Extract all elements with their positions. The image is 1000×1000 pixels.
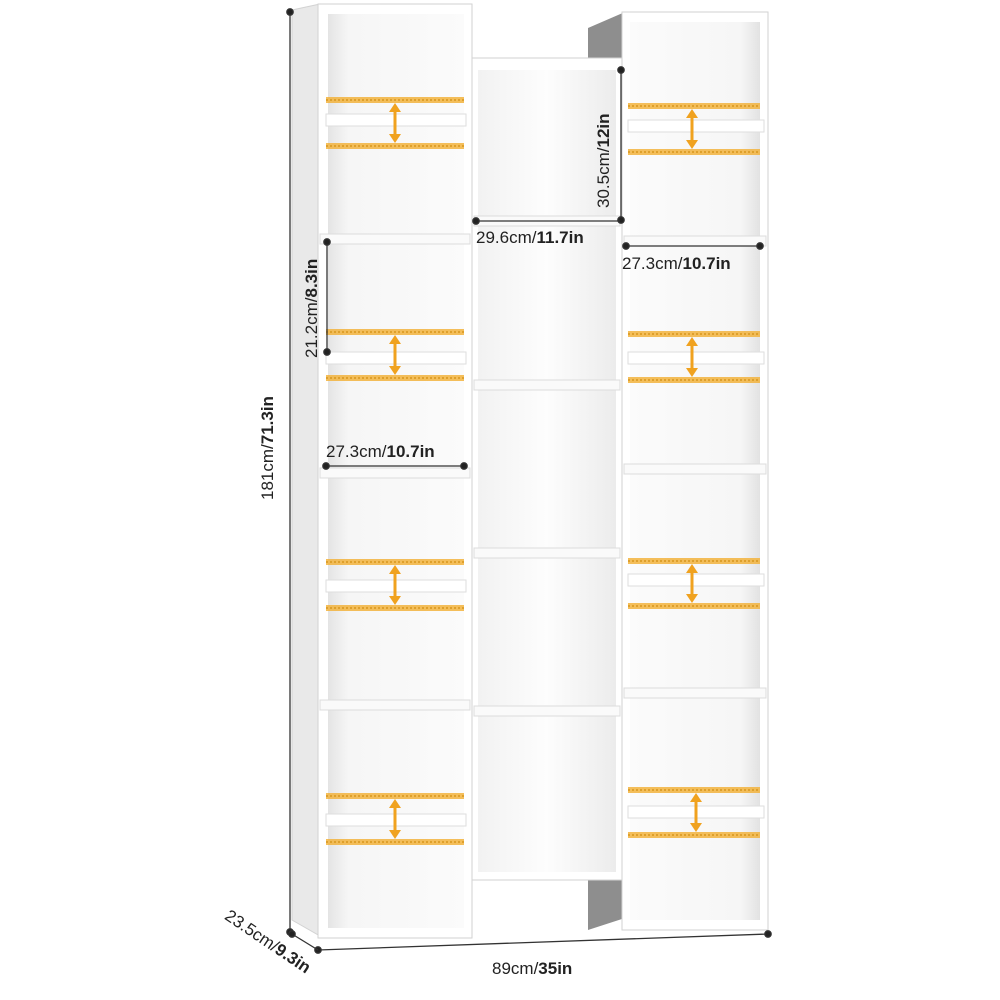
double-headed-arrow-icon <box>389 799 401 839</box>
total-width-metric: 89cm/ <box>492 959 539 978</box>
center-tower <box>471 57 623 881</box>
right-compartment-width-label: 27.3cm/10.7in <box>622 254 731 274</box>
total-width-imperial: 35in <box>538 959 573 978</box>
center-compartment-height-label: 30.5cm/12in <box>594 113 614 208</box>
left-width-metric: 27.3cm/ <box>326 442 387 461</box>
side-height-imperial: 8.3in <box>302 258 321 298</box>
total-width-label: 89cm/35in <box>492 959 572 979</box>
double-headed-arrow-icon <box>389 335 401 375</box>
center-compartment <box>478 70 616 216</box>
dimension-lines <box>286 8 772 954</box>
center-compartment <box>478 226 616 380</box>
adjustable-shelf-rails <box>326 97 760 845</box>
right-shelf-board <box>623 687 767 699</box>
double-headed-arrow-icon <box>686 337 698 377</box>
double-headed-arrow-icon <box>690 793 702 832</box>
side-compartment-height-label: 21.2cm/8.3in <box>302 259 322 358</box>
double-headed-arrow-icon <box>686 109 698 149</box>
center-compartment-width-label: 29.6cm/11.7in <box>476 228 584 248</box>
center-compartment <box>478 716 616 872</box>
center-shelf-board <box>473 379 621 391</box>
side-height-metric: 21.2cm/ <box>302 297 321 358</box>
right-adjustable-shelf <box>627 573 765 587</box>
double-headed-arrow-icon <box>389 565 401 605</box>
left-shelf-board <box>319 699 471 711</box>
right-adjustable-shelf <box>627 351 765 365</box>
total-height-metric: 181cm/ <box>258 444 277 500</box>
total-height-label: 181cm/71.3in <box>258 396 278 500</box>
center-compartment <box>478 390 616 548</box>
center-shelf-board <box>473 547 621 559</box>
double-headed-arrow-icon <box>686 564 698 603</box>
left-shelf-board <box>319 233 471 245</box>
left-tower-side-face <box>291 3 321 937</box>
total-height-imperial: 71.3in <box>258 396 277 445</box>
double-headed-arrow-icon <box>389 103 401 143</box>
right-adjustable-shelf <box>627 119 765 133</box>
center-shelf-board <box>473 705 621 717</box>
center-width-metric: 29.6cm/ <box>476 228 537 247</box>
left-shelf-board <box>319 467 471 479</box>
right-shelf-board <box>623 463 767 475</box>
right-width-metric: 27.3cm/ <box>622 254 683 273</box>
center-height-imperial: 12in <box>594 113 613 148</box>
right-tower <box>621 11 769 931</box>
left-compartment-width-label: 27.3cm/10.7in <box>326 442 435 462</box>
left-width-imperial: 10.7in <box>386 442 435 461</box>
right-width-imperial: 10.7in <box>682 254 731 273</box>
center-compartment <box>478 558 616 706</box>
right-shelf-board <box>623 235 767 247</box>
center-height-metric: 30.5cm/ <box>594 147 613 208</box>
center-width-imperial: 11.7in <box>536 228 584 247</box>
